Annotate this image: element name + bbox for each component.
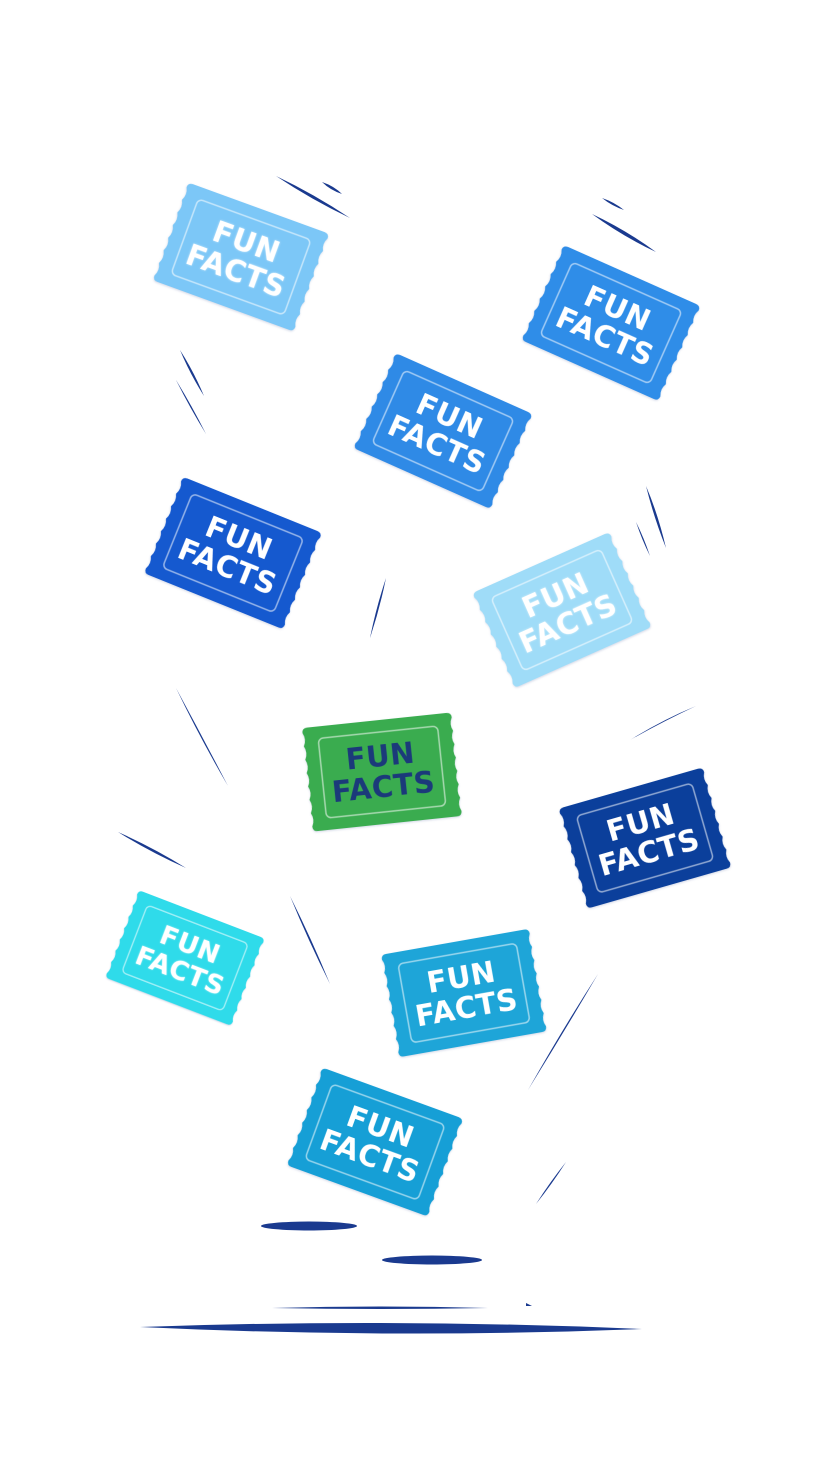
ticket-shape: [153, 183, 329, 331]
motion-streak: [592, 214, 656, 252]
shadow-oval: [261, 1221, 357, 1231]
fun-facts-ticket: FUN FACTS: [472, 532, 651, 688]
ground-line: [272, 1306, 488, 1309]
ticket-shape: [473, 533, 651, 687]
ticket-inner-border: [576, 783, 714, 893]
ticket-label: FUN FACTS: [144, 477, 322, 630]
fun-facts-ticket: FUN FACTS: [381, 929, 547, 1057]
fun-facts-ticket: FUN FACTS: [521, 245, 700, 401]
shadow-oval: [382, 1255, 482, 1265]
ticket-body: [145, 478, 321, 628]
ticket-label: FUN FACTS: [521, 245, 700, 401]
ticket-shape: [145, 478, 321, 628]
ticket-inner-border: [163, 494, 303, 612]
ticket-label: FUN FACTS: [287, 1067, 464, 1216]
ticket-inner-border: [491, 549, 633, 671]
fun-facts-ticket: FUN FACTS: [287, 1067, 464, 1216]
ticket-label: FUN FACTS: [381, 929, 547, 1057]
motion-streak: [536, 1162, 566, 1204]
ticket-body: [153, 183, 329, 331]
motion-streak: [322, 182, 342, 194]
ticket-label: FUN FACTS: [153, 182, 330, 331]
motion-streak: [630, 706, 696, 740]
ticket-line-facts: FACTS: [330, 764, 437, 810]
motion-streak: [646, 486, 666, 548]
ticket-shape: [559, 768, 731, 908]
ground-line: [140, 1322, 642, 1334]
ticket-inner-border: [122, 905, 248, 1011]
motion-streak: [636, 522, 650, 556]
ticket-inner-border: [372, 370, 514, 492]
ticket-label: FUN FACTS: [472, 532, 651, 688]
ticket-body: [559, 768, 731, 908]
fun-facts-ticket: FUN FACTS: [144, 477, 322, 630]
ticket-label: FUN FACTS: [302, 712, 462, 831]
fun-facts-ticket: FUN FACTS: [559, 767, 732, 908]
ticket-shape: [381, 929, 547, 1057]
ticket-label: FUN FACTS: [105, 890, 265, 1026]
motion-streak: [118, 832, 186, 868]
fun-facts-ticket: FUN FACTS: [105, 890, 265, 1026]
ticket-inner-border: [398, 943, 530, 1043]
fun-facts-ticket: FUN FACTS: [302, 712, 462, 832]
ticket-shape: [354, 354, 532, 508]
ticket-inner-border: [317, 725, 447, 819]
ticket-label: FUN FACTS: [353, 353, 532, 509]
ground-line: [526, 1303, 532, 1306]
ticket-body: [302, 712, 462, 832]
ticket-inner-border: [540, 262, 682, 384]
ticket-shape: [522, 246, 700, 400]
ticket-shape: [106, 891, 264, 1025]
motion-streak: [276, 176, 350, 218]
motion-streak: [176, 688, 228, 786]
ticket-body: [354, 354, 532, 508]
ticket-shape: [287, 1068, 463, 1216]
ticket-body: [522, 246, 700, 400]
ticket-inner-border: [305, 1084, 445, 1200]
ticket-body: [287, 1068, 463, 1216]
motion-streak: [370, 578, 386, 638]
motion-streak: [176, 380, 206, 434]
ticket-inner-border: [171, 199, 311, 315]
motion-streak: [180, 350, 204, 396]
motion-streak: [602, 198, 624, 210]
motion-streak: [290, 896, 330, 984]
ticket-label: FUN FACTS: [559, 767, 732, 908]
fun-facts-ticket: FUN FACTS: [153, 182, 330, 331]
ticket-body: [106, 891, 264, 1025]
ticket-body: [381, 929, 547, 1057]
ticket-shape: [302, 712, 462, 832]
fun-facts-ticket: FUN FACTS: [353, 353, 532, 509]
ticket-body: [473, 533, 651, 687]
